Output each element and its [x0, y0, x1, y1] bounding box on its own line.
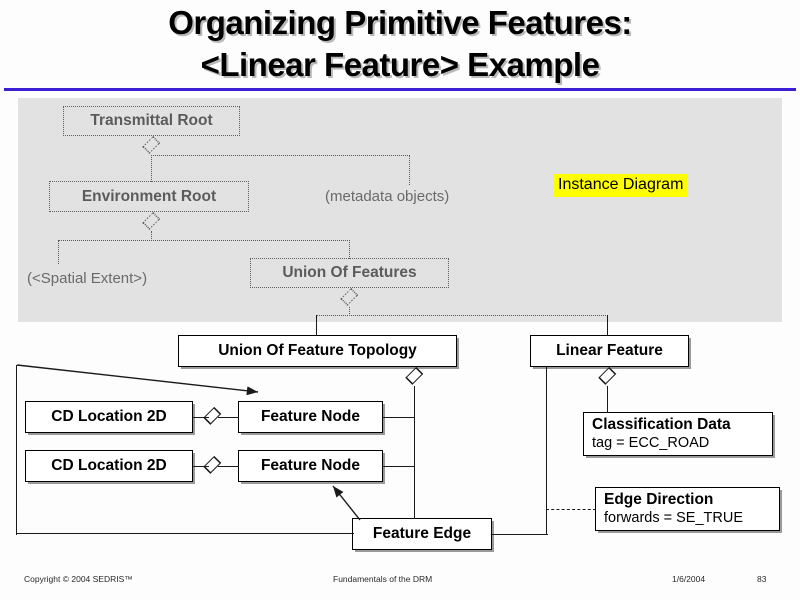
connector-union-features-drop: [349, 240, 350, 259]
node-edge-direction[interactable]: Edge Direction forwards = SE_TRUE: [595, 487, 780, 531]
arrow-loop-to-feature-node-1: [16, 364, 259, 396]
footer-page-number: 83: [757, 574, 767, 584]
connector-features-bus-drop: [349, 307, 350, 316]
footer-date: 1/6/2004: [672, 574, 706, 584]
node-label: Edge Direction: [604, 491, 714, 508]
node-attribute: forwards = SE_TRUE: [604, 510, 744, 526]
connector-linear-feature-down: [546, 367, 548, 535]
connector-linear-to-classification: [607, 386, 609, 413]
node-label: Linear Feature: [556, 342, 663, 359]
label-spatial-extent: (<Spatial Extent>): [27, 270, 148, 287]
connector-loop-left-vertical: [16, 365, 18, 535]
node-feature-edge[interactable]: Feature Edge: [352, 518, 492, 550]
connector-metadata-drop: [409, 155, 410, 185]
node-attribute: tag = ECC_ROAD: [592, 435, 710, 451]
node-classification-data[interactable]: Classification Data tag = ECC_ROAD: [583, 412, 773, 456]
callout-instance-diagram: Instance Diagram: [553, 174, 689, 197]
footer-center-text: Fundamentals of the DRM: [333, 574, 433, 584]
connector-features-bus: [316, 315, 608, 316]
node-linear-feature[interactable]: Linear Feature: [530, 335, 689, 367]
node-cd-location-2d-2[interactable]: CD Location 2D: [25, 450, 193, 482]
node-label: Feature Edge: [372, 525, 472, 542]
node-label: Union Of Features: [282, 264, 417, 281]
node-union-of-feature-topology[interactable]: Union Of Feature Topology: [178, 335, 457, 367]
connector-spatial-extent-drop: [58, 240, 59, 264]
connector-transmittal-to-environment: [151, 155, 152, 182]
connector-edge-direction-dashed: [546, 509, 596, 510]
arrow-feature-edge-to-feature-node-2: [332, 485, 361, 521]
connector-to-linear-feature: [607, 315, 609, 336]
connector-cd1-left: [193, 417, 209, 419]
page-title: Organizing Primitive Features: <Linear F…: [168, 4, 632, 83]
connector-environment-drop: [151, 231, 152, 241]
node-cd-location-2d-1[interactable]: CD Location 2D: [25, 401, 193, 433]
connector-cd2-left: [193, 466, 209, 468]
node-feature-node-2[interactable]: Feature Node: [238, 450, 383, 482]
connector-cd1-right: [218, 417, 239, 419]
node-feature-node-1[interactable]: Feature Node: [238, 401, 383, 433]
title-divider: [4, 88, 796, 91]
footer-copyright: Copyright © 2004 SEDRIS™: [24, 574, 133, 584]
connector-to-union-topology: [316, 315, 318, 336]
label-metadata-objects: (metadata objects): [325, 188, 450, 205]
node-label: CD Location 2D: [51, 408, 167, 425]
connector-feature-edge-right: [492, 534, 548, 536]
connector-metadata-branch: [151, 155, 410, 156]
node-label: Classification Data: [592, 416, 731, 433]
node-label: CD Location 2D: [51, 457, 167, 474]
connector-feature-node-2-to-spine: [383, 466, 415, 468]
connector-topology-spine: [414, 386, 416, 519]
node-label: Union Of Feature Topology: [218, 342, 417, 359]
connector-environment-branch: [58, 240, 350, 241]
node-label: Transmittal Root: [90, 112, 213, 129]
connector-loop-bottom: [16, 533, 354, 535]
node-label: Feature Node: [260, 408, 361, 425]
node-label: Feature Node: [260, 457, 361, 474]
connector-feature-node-1-to-spine: [383, 417, 415, 419]
connector-cd2-right: [218, 466, 239, 468]
node-label: Environment Root: [81, 187, 217, 205]
